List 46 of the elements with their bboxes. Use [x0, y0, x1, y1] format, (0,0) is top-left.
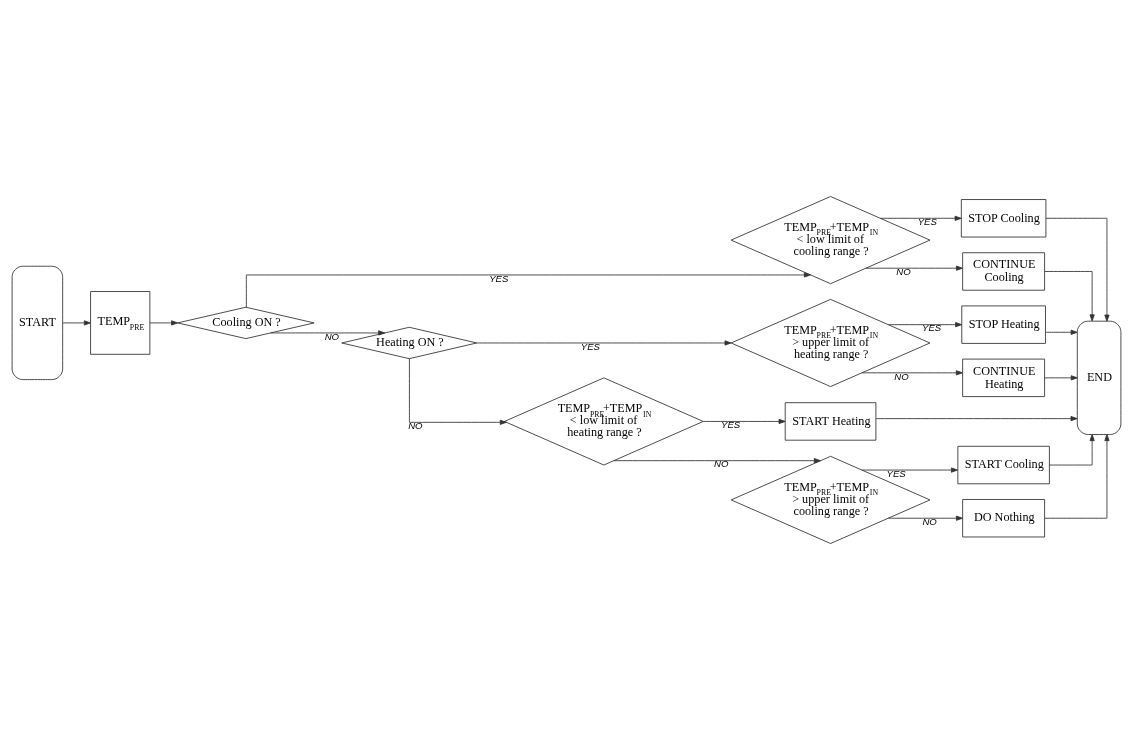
node-box: STOP Cooling	[960, 199, 1047, 238]
node-box: CONTINUE Heating	[962, 358, 1046, 398]
arrow	[865, 265, 963, 271]
edge-label: NO	[894, 370, 909, 382]
arrow	[1045, 217, 1110, 322]
arrow	[1044, 271, 1095, 322]
edge-label: YES	[917, 216, 937, 228]
arrow	[1049, 434, 1095, 466]
edge-label: NO	[714, 458, 729, 470]
arrow	[861, 467, 958, 473]
edge-label: YES	[489, 272, 509, 284]
node-diamond: TEMP$_{PRE}$+TEMP$_{IN}$ < low limit of heating range ?	[504, 377, 704, 466]
arrow	[62, 320, 91, 326]
arrow	[888, 322, 963, 328]
arrow	[1045, 329, 1078, 335]
arrow	[861, 370, 963, 376]
node-box: DO Nothing	[962, 499, 1046, 538]
arrow	[888, 515, 963, 521]
edge-label: YES	[721, 419, 741, 431]
edge-label: NO	[922, 516, 937, 528]
arrow	[875, 416, 1078, 422]
edge-label: YES	[580, 340, 600, 352]
arrow	[408, 358, 507, 425]
node-box: START Cooling	[957, 445, 1050, 485]
arrow	[245, 272, 811, 308]
arrow	[613, 458, 821, 464]
edge-label: YES	[922, 322, 942, 334]
edge-label: YES	[886, 467, 906, 479]
arrow	[270, 330, 386, 336]
arrow	[1044, 375, 1078, 381]
arrow	[879, 215, 962, 221]
node-box: TEMP$_{PRE}$	[90, 291, 151, 355]
edge-label: NO	[324, 330, 340, 342]
arrow	[702, 418, 786, 424]
arrow	[476, 340, 732, 346]
node-box: CONTINUE Cooling	[962, 252, 1046, 291]
node-diamond: Cooling ON ?	[177, 306, 315, 340]
edge-label: NO	[408, 420, 423, 432]
node-diamond: Heating ON ?	[341, 326, 478, 360]
arrow	[1044, 434, 1110, 519]
node-box: START Heating	[784, 402, 877, 441]
node-box: STOP Heating	[961, 305, 1046, 344]
arrow	[149, 320, 179, 326]
edge-label: NO	[896, 266, 911, 277]
node-box: END	[1076, 320, 1122, 435]
node-box: START	[11, 265, 64, 381]
